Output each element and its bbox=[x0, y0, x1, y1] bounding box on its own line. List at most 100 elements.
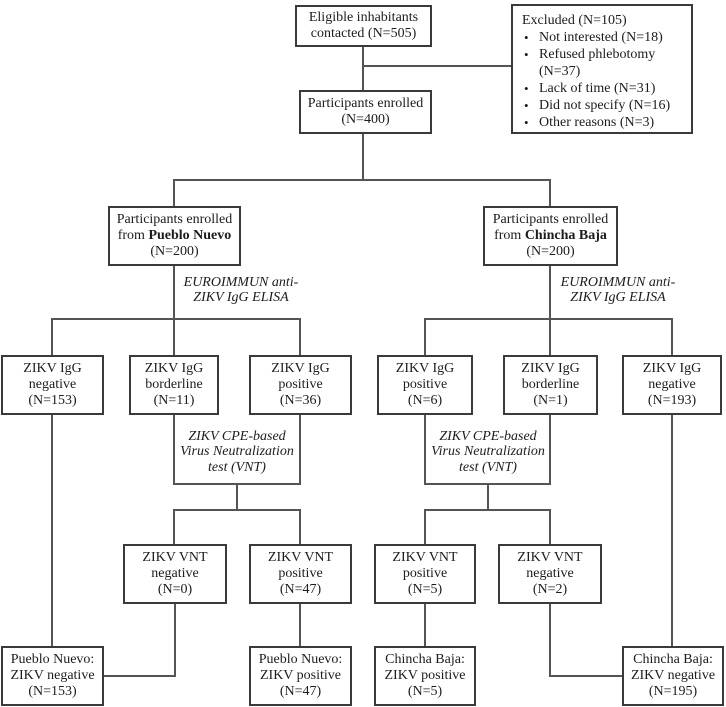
label-vnt-left: ZIKV CPE-based Virus Neutralization test… bbox=[175, 426, 299, 478]
node-text: (N=193) bbox=[647, 393, 697, 408]
connector-line bbox=[103, 675, 176, 677]
node-vnt-negative-chincha: ZIKV VNT negative (N=2) bbox=[498, 544, 602, 604]
node-text: ZIKV negative bbox=[10, 668, 95, 683]
node-enrolled-pueblo-nuevo: Participants enrolled from Pueblo Nuevo … bbox=[108, 206, 241, 266]
node-text: positive bbox=[402, 377, 448, 392]
node-text: positive bbox=[278, 566, 323, 581]
label-text: Virus Neutralization bbox=[431, 444, 545, 460]
node-text: (N=153) bbox=[28, 684, 77, 699]
excluded-title: Excluded (N=105) bbox=[522, 13, 627, 28]
node-text: (N=47) bbox=[279, 684, 322, 699]
node-igg-borderline-chincha: ZIKV IgG borderline (N=1) bbox=[503, 355, 598, 415]
node-text: ZIKV IgG bbox=[23, 361, 82, 376]
node-text: Eligible inhabitants bbox=[308, 10, 419, 25]
connector-line bbox=[487, 483, 489, 511]
site-name: Pueblo Nuevo bbox=[148, 228, 232, 243]
connector-line bbox=[424, 318, 426, 355]
node-igg-negative-chincha: ZIKV IgG negative (N=193) bbox=[622, 355, 722, 415]
excluded-item: Not interested (N=18) bbox=[522, 29, 685, 46]
node-text: ZIKV IgG bbox=[395, 361, 455, 376]
node-text: (N=200) bbox=[150, 244, 199, 259]
connector-line bbox=[549, 675, 623, 677]
node-text: (N=200) bbox=[526, 244, 575, 259]
node-text: ZIKV IgG bbox=[521, 361, 580, 376]
label-text: Virus Neutralization bbox=[180, 444, 294, 460]
node-text: ZIKV IgG bbox=[271, 361, 330, 376]
connector-line bbox=[549, 265, 551, 355]
connector-line bbox=[424, 318, 673, 320]
label-text: test (VNT) bbox=[459, 459, 517, 475]
node-text: contacted (N=505) bbox=[310, 26, 417, 41]
connector-line bbox=[173, 179, 175, 206]
node-text: (N=153) bbox=[28, 393, 77, 408]
node-text: positive bbox=[402, 566, 448, 581]
node-text: (N=1) bbox=[533, 393, 568, 408]
node-text: (N=5) bbox=[407, 684, 443, 699]
label-text: EUROIMMUN anti- bbox=[183, 274, 299, 290]
connector-line bbox=[173, 509, 175, 544]
connector-line bbox=[424, 415, 426, 485]
node-text: ZIKV positive bbox=[384, 668, 466, 683]
excluded-item-label: Did not specify (N=16) bbox=[539, 98, 671, 113]
node-final-pueblo-positive: Pueblo Nuevo: ZIKV positive (N=47) bbox=[249, 646, 352, 706]
node-igg-negative-pueblo: ZIKV IgG negative (N=153) bbox=[1, 355, 104, 415]
excluded-item-label: Refused phlebotomy (N=37) bbox=[539, 47, 656, 79]
node-enrolled-chincha-baja: Participants enrolled from Chincha Baja … bbox=[483, 206, 618, 266]
node-text: (N=2) bbox=[532, 582, 568, 597]
connector-line bbox=[174, 604, 176, 677]
node-text: ZIKV positive bbox=[259, 668, 341, 683]
node-text: ZIKV IgG bbox=[144, 361, 204, 376]
label-vnt-right: ZIKV CPE-based Virus Neutralization test… bbox=[426, 426, 550, 478]
connector-line bbox=[424, 509, 426, 544]
connector-line bbox=[549, 509, 551, 544]
node-text: Participants enrolled bbox=[307, 96, 424, 111]
connector-line bbox=[424, 509, 551, 511]
connector-line bbox=[51, 318, 301, 320]
node-final-chincha-negative: Chincha Baja: ZIKV negative (N=195) bbox=[622, 646, 724, 706]
node-text: Chincha Baja: bbox=[633, 652, 713, 667]
label-text: ZIKV CPE-based bbox=[188, 428, 286, 444]
connector-line bbox=[549, 604, 551, 677]
node-text: ZIKV VNT bbox=[392, 550, 458, 565]
excluded-item: Other reasons (N=3) bbox=[522, 114, 685, 131]
label-text: ZIKV IgG ELISA bbox=[570, 290, 666, 305]
node-igg-borderline-pueblo: ZIKV IgG borderline (N=11) bbox=[129, 355, 219, 415]
node-text: negative bbox=[151, 566, 199, 581]
site-name: Chincha Baja bbox=[524, 228, 607, 243]
node-igg-positive-chincha: ZIKV IgG positive (N=6) bbox=[377, 355, 473, 415]
label-text: EUROIMMUN anti- bbox=[560, 274, 676, 290]
node-text: Chincha Baja: bbox=[385, 652, 465, 667]
connector-line bbox=[362, 46, 364, 91]
node-text: ZIKV IgG bbox=[642, 361, 702, 376]
connector-line bbox=[51, 415, 53, 646]
connector-line bbox=[173, 415, 175, 485]
node-vnt-negative-pueblo: ZIKV VNT negative (N=0) bbox=[123, 544, 227, 604]
connector-line bbox=[299, 318, 301, 355]
node-final-pueblo-negative: Pueblo Nuevo: ZIKV negative (N=153) bbox=[1, 646, 104, 706]
excluded-item-label: Other reasons (N=3) bbox=[539, 115, 655, 130]
connector-line bbox=[299, 509, 301, 544]
node-text: borderline bbox=[521, 377, 580, 392]
node-text: negative bbox=[648, 377, 696, 392]
connector-line bbox=[173, 265, 175, 355]
node-text: (N=6) bbox=[407, 393, 443, 408]
node-text: (N=47) bbox=[279, 582, 322, 597]
connector-line bbox=[299, 604, 301, 646]
label-elisa-left: EUROIMMUN anti- ZIKV IgG ELISA bbox=[178, 273, 304, 307]
node-text: ZIKV VNT bbox=[517, 550, 583, 565]
node-text: Pueblo Nuevo: bbox=[10, 652, 95, 667]
node-final-chincha-positive: Chincha Baja: ZIKV positive (N=5) bbox=[374, 646, 476, 706]
node-vnt-positive-chincha: ZIKV VNT positive (N=5) bbox=[374, 544, 476, 604]
connector-line bbox=[173, 179, 551, 181]
node-text: ZIKV negative bbox=[630, 668, 716, 683]
connector-line bbox=[173, 509, 301, 511]
connector-line bbox=[236, 483, 238, 511]
node-text: from bbox=[494, 228, 525, 243]
node-text: (N=195) bbox=[648, 684, 698, 699]
connector-line bbox=[424, 604, 426, 646]
node-text: borderline bbox=[145, 377, 203, 392]
node-text: ZIKV VNT bbox=[142, 550, 208, 565]
excluded-item: Refused phlebotomy (N=37) bbox=[522, 46, 685, 80]
connector-line bbox=[51, 318, 53, 355]
